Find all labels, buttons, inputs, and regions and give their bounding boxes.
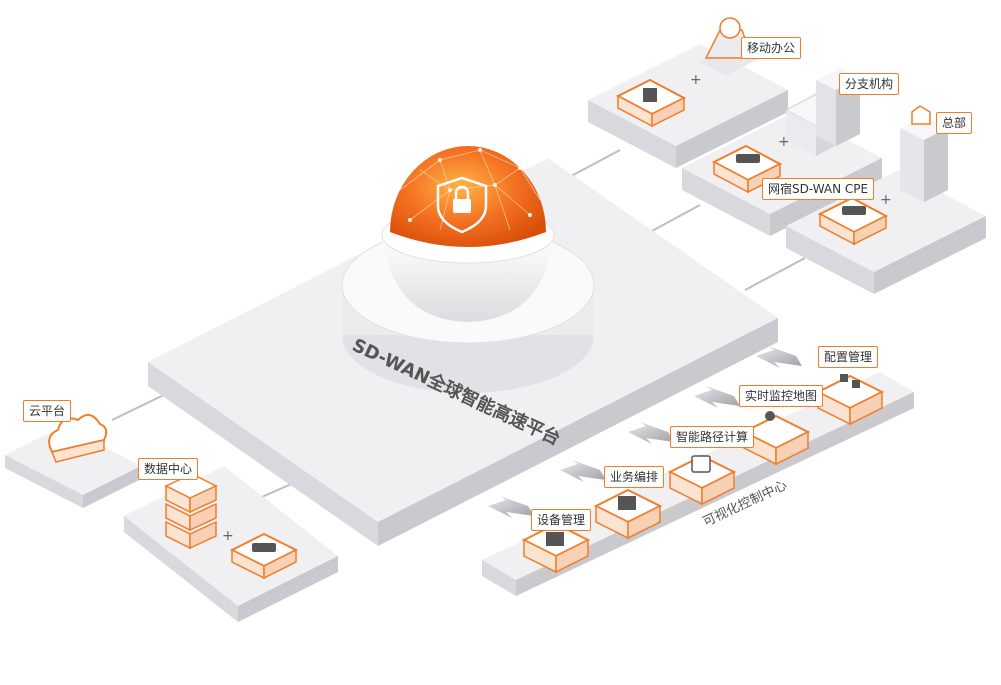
router-icon-3 <box>252 543 276 552</box>
label-cpe: 网宿SD-WAN CPE <box>762 178 875 200</box>
module-tile-orchestration <box>593 488 663 540</box>
label-mobile-office: 移动办公 <box>741 37 802 59</box>
server-stack-icon <box>164 473 218 550</box>
cloud-slab <box>5 413 141 508</box>
label-cloud: 云平台 <box>23 400 72 422</box>
router-icon <box>736 154 760 163</box>
label-module-0: 设备管理 <box>531 509 592 531</box>
mobile-device-icon <box>643 88 657 102</box>
config-icon <box>840 374 848 382</box>
lock-icon <box>453 199 471 213</box>
svg-text:+: + <box>222 528 234 544</box>
svg-text:+: + <box>778 134 790 150</box>
svg-text:+: + <box>880 192 892 208</box>
label-module-2: 智能路径计算 <box>670 426 755 448</box>
flow-arrows <box>488 346 802 518</box>
module-tile-path-compute <box>667 454 737 506</box>
label-module-1: 业务编排 <box>604 466 665 488</box>
label-headquarters: 总部 <box>936 112 973 134</box>
mobile-office-slab: + <box>588 17 788 168</box>
orchestration-icon <box>618 496 636 510</box>
shield-icon <box>436 176 488 234</box>
label-datacenter: 数据中心 <box>138 458 199 480</box>
device-icon <box>546 532 564 546</box>
svg-text:+: + <box>690 72 702 88</box>
grid-icon <box>691 455 711 473</box>
datacenter-slab: + <box>124 466 338 622</box>
label-branch: 分支机构 <box>839 73 900 95</box>
module-tile-device-mgmt <box>521 522 591 574</box>
router-icon-2 <box>842 206 866 215</box>
link-lines <box>111 149 806 501</box>
module-tile-config <box>815 374 885 426</box>
map-pin-icon <box>765 411 775 421</box>
label-module-3: 实时监控地图 <box>739 385 824 407</box>
building-icon <box>784 68 860 156</box>
label-module-4: 配置管理 <box>818 346 879 368</box>
globe <box>390 146 546 247</box>
